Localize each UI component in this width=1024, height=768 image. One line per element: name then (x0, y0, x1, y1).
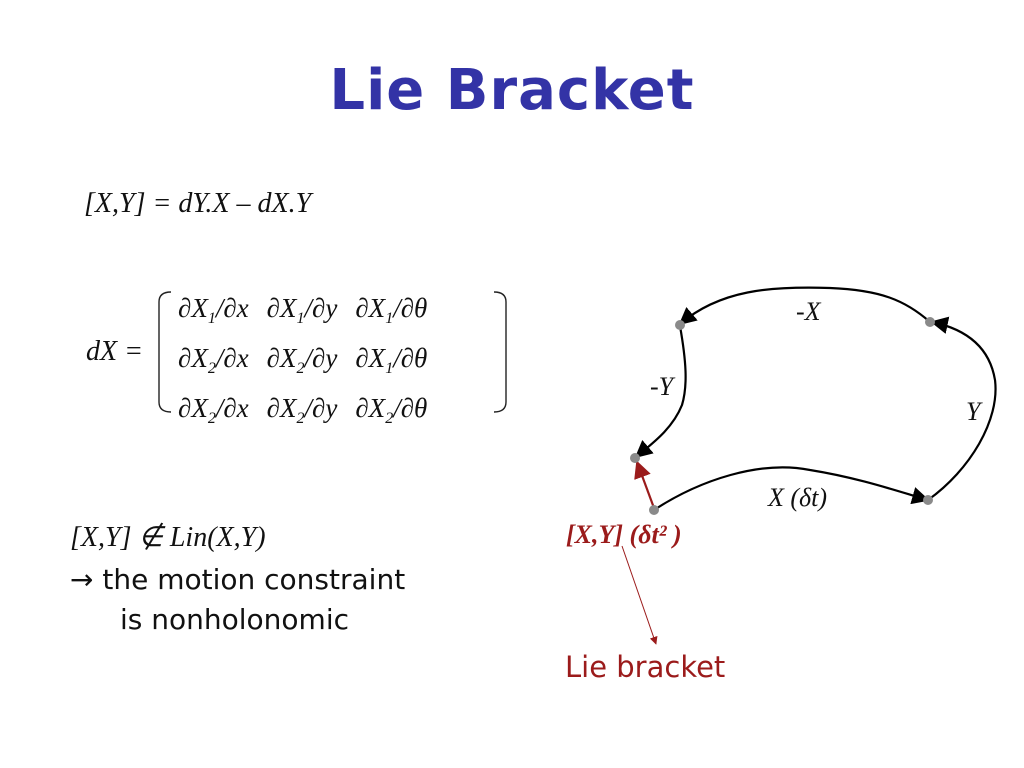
bracket-definition-equation: [X,Y] = dY.X – dX.Y (84, 188, 312, 219)
path-y (927, 316, 997, 501)
matrix-cell: ∂X2/∂x (178, 393, 249, 427)
callout-line (621, 545, 658, 645)
matrix-cell: ∂X2/∂θ (355, 393, 428, 427)
matrix-cell: ∂X1/∂θ (355, 293, 428, 327)
matrix-right-bracket (493, 291, 507, 413)
label-lie-bracket: Lie bracket (565, 650, 725, 684)
note-line-1: → the motion constraint (70, 563, 406, 596)
path-neg-y (634, 325, 687, 459)
path-x (653, 466, 930, 511)
matrix-cell: ∂X1/∂y (266, 293, 338, 327)
label-x-dt: X (δt) (767, 483, 827, 512)
nonholonomic-note: → the motion constraint is nonholonomic (70, 560, 405, 640)
path-neg-x (678, 286, 931, 326)
matrix-cell: ∂X2/∂y (266, 393, 338, 427)
corner-dot (649, 505, 659, 515)
matrix-cell: ∂X1/∂θ (355, 343, 428, 377)
label-neg-x: -X (796, 297, 822, 326)
jacobian-matrix: ∂X1/∂x ∂X1/∂y ∂X1/∂θ ∂X2/∂x ∂X2/∂y ∂X1/∂θ ∂X… (178, 288, 427, 438)
matrix-row: ∂X2/∂x ∂X2/∂y ∂X2/∂θ (178, 388, 427, 438)
matrix-row: ∂X1/∂x ∂X1/∂y ∂X1/∂θ (178, 288, 427, 338)
corner-dot (925, 317, 935, 327)
matrix-cell: ∂X2/∂y (266, 343, 338, 377)
matrix-cell: ∂X1/∂x (178, 293, 249, 327)
corner-dot (630, 453, 640, 463)
corner-dot (675, 320, 685, 330)
note-line-2: is nonholonomic (120, 603, 350, 636)
matrix-left-bracket (158, 291, 172, 413)
matrix-row: ∂X2/∂x ∂X2/∂y ∂X1/∂θ (178, 338, 427, 388)
label-y: Y (966, 397, 983, 426)
matrix-cell: ∂X2/∂x (178, 343, 249, 377)
bracket-arrow (634, 460, 656, 509)
lin-statement: [X,Y] ∉ Lin(X,Y) (70, 522, 266, 553)
slide-title: Lie Bracket (329, 58, 695, 123)
matrix-lhs: dX = (86, 336, 143, 367)
corner-dot (923, 495, 933, 505)
label-bracket: [X,Y] (δt² ) (566, 520, 682, 549)
label-neg-y: -Y (650, 372, 676, 401)
